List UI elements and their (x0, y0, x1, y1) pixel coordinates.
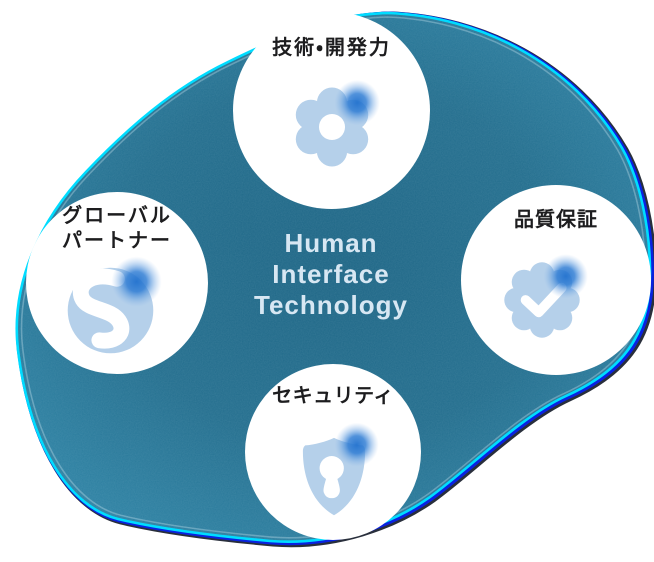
badge-accent-glow (543, 254, 588, 299)
center-title: Human Interface Technology (204, 228, 458, 321)
node-quality-label: 品質保証 (514, 209, 598, 231)
keyhole (319, 456, 344, 499)
globe-landmass (73, 268, 130, 349)
center-title-line: Human (284, 228, 378, 258)
blob-inner-line (20, 16, 647, 539)
globe-icon (67, 256, 162, 354)
node-security: セキュリティ (245, 364, 421, 540)
node-security-label: セキュリティ (272, 385, 394, 407)
shield-keyhole-icon (302, 422, 379, 516)
gear-accent-glow (334, 79, 380, 126)
node-quality: 品質保証 (461, 185, 651, 375)
checkmark (520, 282, 567, 318)
node-technology-label: 技術・開発力 (272, 37, 391, 59)
globe-accent-glow (111, 256, 162, 307)
gear-icon (295, 79, 380, 167)
node-global-partner: グローバル パートナー (26, 192, 208, 374)
center-title-line: Interface (272, 259, 390, 289)
center-title-line: Technology (254, 290, 408, 320)
blob-cyan-rim (15, 11, 652, 543)
node-technology: 技術・開発力 (233, 12, 430, 209)
node-global-partner-label: グローバル パートナー (62, 205, 172, 252)
shield-accent-glow (334, 422, 379, 467)
badge-check-icon (504, 254, 588, 338)
gear-hole (318, 113, 346, 141)
